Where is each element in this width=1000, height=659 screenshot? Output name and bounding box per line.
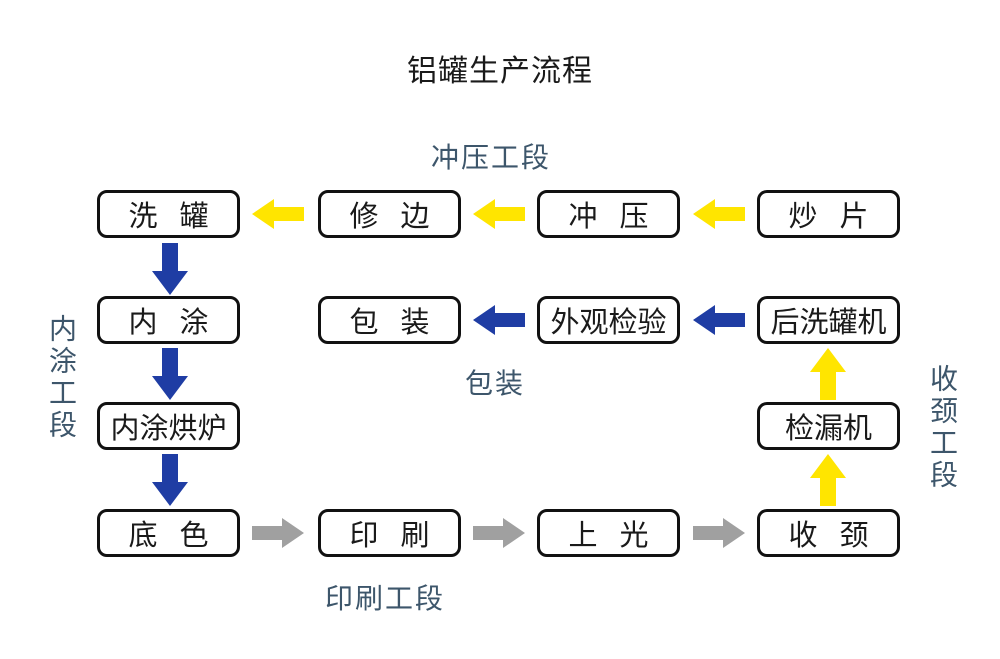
arrow-down-icon — [150, 348, 190, 400]
arrow-right-icon — [473, 515, 525, 551]
arrow-right-icon — [252, 515, 304, 551]
flow-node-pack: 包 装 — [318, 296, 461, 344]
arrow-left-icon — [252, 196, 304, 232]
arrow-down-icon — [150, 243, 190, 295]
flow-node-leak-tester: 检漏机 — [757, 402, 900, 450]
section-label-packaging: 包装 — [465, 368, 526, 399]
flow-node-trim: 修 边 — [318, 190, 461, 238]
flow-node-post-wash-machine: 后洗罐机 — [757, 296, 900, 344]
arrow-up-icon — [808, 454, 848, 506]
flow-node-wash-can: 洗 罐 — [97, 190, 240, 238]
flow-node-visual-inspect: 外观检验 — [537, 296, 680, 344]
flow-node-base-color: 底 色 — [97, 509, 240, 557]
flow-node-print: 印 刷 — [318, 509, 461, 557]
arrow-left-icon — [693, 302, 745, 338]
arrow-left-icon — [473, 196, 525, 232]
section-label-inner-coating: 内涂工段 — [46, 314, 77, 442]
flow-node-stamp: 冲 压 — [537, 190, 680, 238]
flow-node-sheet-fry: 炒 片 — [757, 190, 900, 238]
arrow-left-icon — [473, 302, 525, 338]
arrow-right-icon — [693, 515, 745, 551]
flow-node-varnish: 上 光 — [537, 509, 680, 557]
arrow-down-icon — [150, 454, 190, 506]
page-title: 铝罐生产流程 — [407, 55, 593, 88]
arrow-left-icon — [693, 196, 745, 232]
section-label-printing: 印刷工段 — [325, 583, 446, 614]
arrow-up-icon — [808, 348, 848, 400]
section-label-stamping: 冲压工段 — [431, 142, 552, 173]
flow-node-inner-coat-oven: 内涂烘炉 — [97, 402, 240, 450]
flow-node-inner-coat: 内 涂 — [97, 296, 240, 344]
flow-node-necking: 收 颈 — [757, 509, 900, 557]
section-label-necking: 收颈工段 — [927, 364, 958, 492]
